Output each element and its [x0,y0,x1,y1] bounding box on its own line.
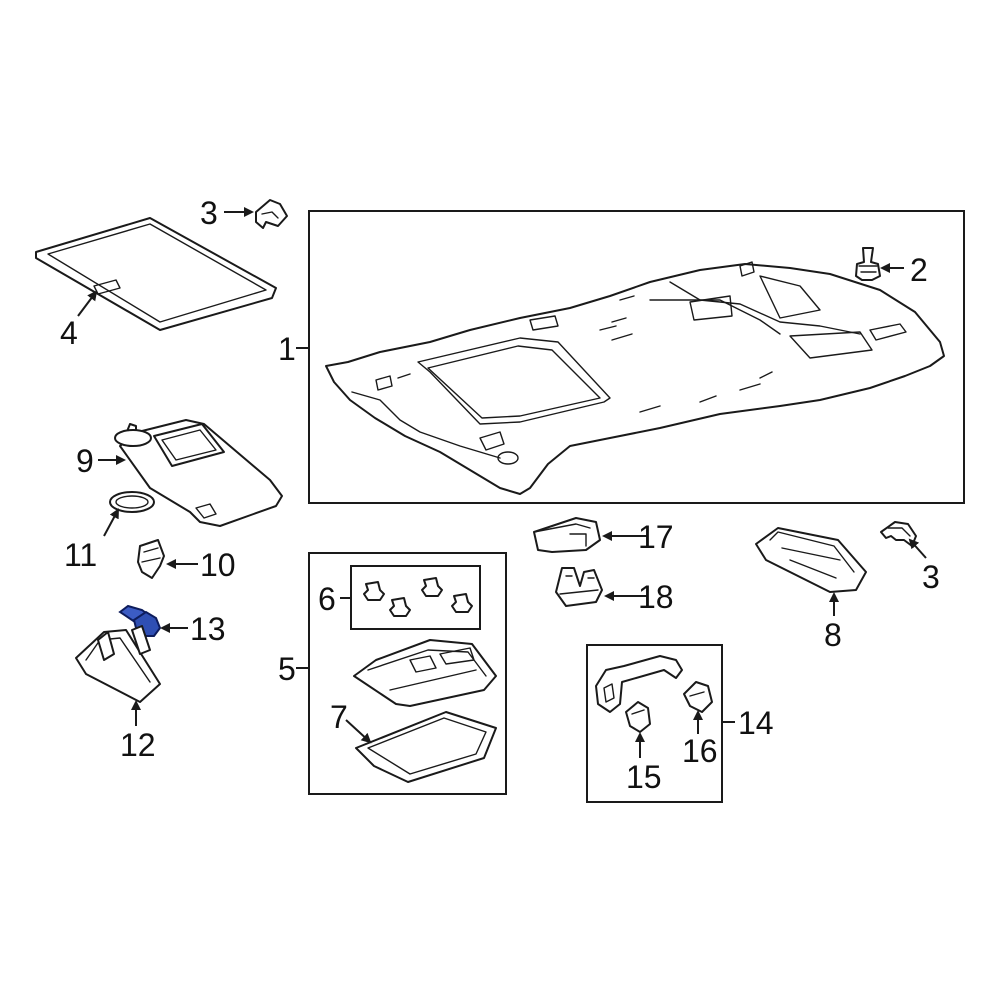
screws-part[interactable] [363,577,473,617]
headliner-group-box [308,210,965,504]
visor-clip-part[interactable] [137,539,165,579]
bracket-part[interactable] [555,567,603,607]
callout-3-right: 3 [922,559,940,595]
callout-11: 11 [64,537,97,573]
vanity-lamp-part[interactable] [75,625,161,703]
callout-1: 1 [278,331,296,367]
visor-ring-part[interactable] [109,491,155,513]
dome-lamp-lens-part[interactable] [355,711,497,783]
callout-12: 12 [120,727,156,763]
callout-17: 17 [638,519,674,555]
callout-15: 15 [626,759,662,795]
callout-9: 9 [76,443,94,479]
grip-clip-left-part[interactable] [625,701,651,733]
connector-part[interactable] [533,517,601,553]
callout-8: 8 [824,617,842,653]
callout-13: 13 [190,611,226,647]
grip-clip-right-part[interactable] [683,681,713,713]
dome-lamp-group-box [308,552,507,795]
callout-18: 18 [638,579,674,615]
assist-grip-group-box [586,644,723,803]
headliner-clip-part[interactable] [855,247,881,281]
callout-14: 14 [738,705,774,741]
sunroof-shade-part[interactable] [35,217,277,331]
callout-16: 16 [682,733,718,769]
callout-3-top: 3 [200,195,218,231]
callout-10: 10 [200,547,236,583]
headliner-part[interactable] [325,261,945,495]
callout-2: 2 [910,252,928,288]
dome-lamp-housing-part[interactable] [353,639,497,707]
assist-grip-part[interactable] [595,655,683,713]
leader-lines [77,207,927,758]
sun-visor-part[interactable] [114,419,283,527]
callout-4: 4 [60,315,78,351]
visor-holder-part-right[interactable] [880,521,917,547]
map-lamp-part[interactable] [755,527,867,593]
callout-5: 5 [278,651,296,687]
visor-holder-part-top[interactable] [255,199,288,229]
callout-6: 6 [318,581,336,617]
callout-7: 7 [330,699,348,735]
